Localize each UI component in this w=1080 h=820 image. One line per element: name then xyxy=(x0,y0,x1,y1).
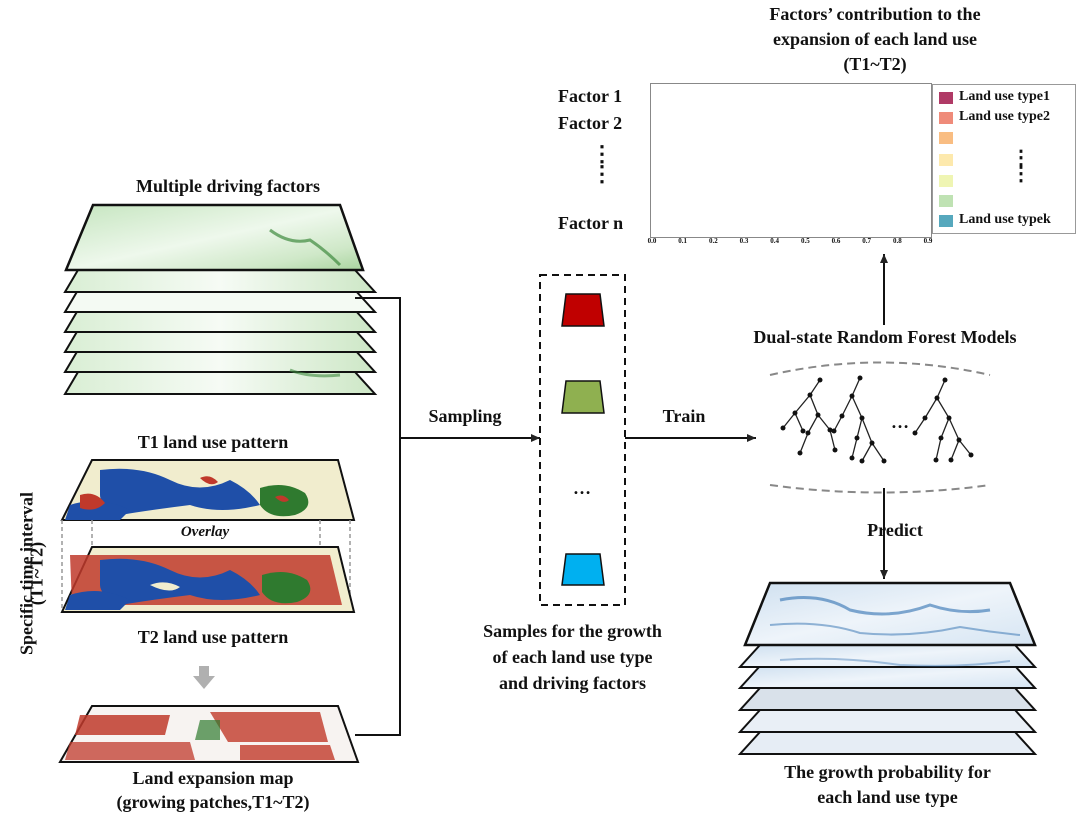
overlay-guides xyxy=(61,520,351,612)
samples-label-line1: Samples for the growth xyxy=(483,621,662,641)
factor-n-label: Factor n xyxy=(558,213,624,233)
legend-vdots: ⋮ xyxy=(1011,147,1031,169)
chart-title-line2: expansion of each land use xyxy=(772,29,978,49)
legend-label: Land use typek xyxy=(959,212,1051,227)
connector-lines xyxy=(355,254,888,736)
chart-title-line1: Factors’ contribution to the xyxy=(769,4,981,24)
time-interval-label-line2: (T1~T2) xyxy=(26,541,47,606)
x-tick-label: 0.1 xyxy=(678,237,688,245)
x-tick-label: 0.2 xyxy=(708,237,718,245)
legend-swatch xyxy=(939,195,953,207)
samples-box xyxy=(539,274,626,606)
x-tick-label: 0.3 xyxy=(739,237,749,245)
overlay-label: Overlay xyxy=(180,524,230,540)
t2-pattern-label: T2 land use pattern xyxy=(137,627,289,647)
legend-swatch xyxy=(939,112,953,124)
legend-swatch xyxy=(939,92,953,104)
legend-swatch xyxy=(939,175,953,187)
factor-vdots: ⋮ xyxy=(591,141,613,166)
t1-land-use-map xyxy=(60,459,356,521)
x-tick-label: 0.0 xyxy=(647,237,657,245)
expansion-map-label-line2: (growing patches,T1~T2) xyxy=(116,792,310,812)
legend-swatch xyxy=(939,132,953,144)
sample-red-shape xyxy=(561,293,605,327)
legend-vdots-2: ⋮ xyxy=(1011,163,1031,185)
t2-land-use-map xyxy=(60,546,356,613)
factor-1-label: Factor 1 xyxy=(558,86,623,106)
random-forest-nodes xyxy=(780,375,974,464)
growth-probability-stack xyxy=(737,581,1038,755)
x-tick-label: 0.7 xyxy=(862,237,872,245)
chart-title-line3: (T1~T2) xyxy=(843,54,907,74)
x-tick-label: 0.6 xyxy=(831,237,841,245)
sampling-label: Sampling xyxy=(428,406,502,426)
samples-label-line2: of each land use type xyxy=(492,647,653,667)
legend-swatch xyxy=(939,215,953,227)
sample-blue-shape xyxy=(561,553,605,586)
down-arrow-icon xyxy=(193,666,215,689)
tree-ellipsis: … xyxy=(891,412,909,432)
driving-factors-label: Multiple driving factors xyxy=(136,176,320,196)
legend-swatch xyxy=(939,154,953,166)
x-tick-label: 0.5 xyxy=(800,237,810,245)
samples-label-line3: and driving factors xyxy=(498,673,646,693)
sample-green-shape xyxy=(561,380,605,414)
train-label: Train xyxy=(662,406,706,426)
probability-label-line1: The growth probability for xyxy=(784,762,991,782)
expansion-map-label-line1: Land expansion map xyxy=(132,768,294,788)
chart-plot-area xyxy=(650,83,932,238)
rf-models-label: Dual-state Random Forest Models xyxy=(753,327,1017,347)
sample-ellipsis: … xyxy=(573,478,591,498)
chart-legend: Land use type1 Land use type2 Land use t… xyxy=(932,84,1076,234)
t1-pattern-label: T1 land use pattern xyxy=(137,432,289,452)
probability-label-line2: each land use type xyxy=(817,787,958,807)
legend-label: Land use type1 xyxy=(959,89,1051,104)
factor-vdots-2: ⋮ xyxy=(591,161,613,186)
x-tick-label: 0.4 xyxy=(770,237,780,245)
predict-label: Predict xyxy=(867,520,923,540)
x-tick-label: 0.9 xyxy=(923,237,933,245)
x-tick-label: 0.8 xyxy=(892,237,902,245)
driving-factors-stack xyxy=(63,203,378,395)
factor-2-label: Factor 2 xyxy=(558,113,623,133)
land-expansion-map xyxy=(58,705,360,763)
legend-label: Land use type2 xyxy=(959,109,1051,124)
